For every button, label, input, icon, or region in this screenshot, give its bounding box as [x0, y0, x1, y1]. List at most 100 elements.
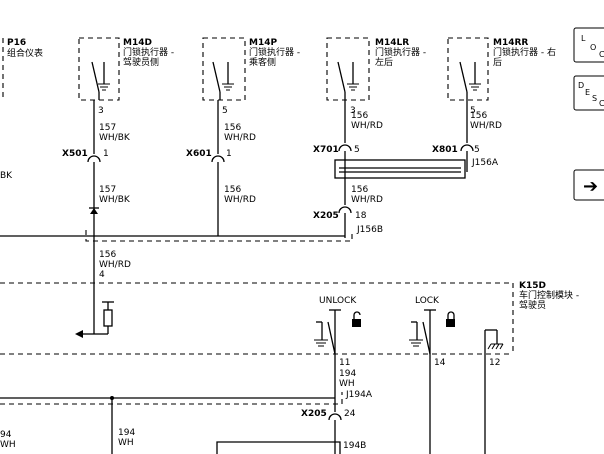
wire-156-color-col3: WH/RD [351, 121, 383, 131]
x601-connector-icon [211, 155, 225, 163]
k15d-pin-12: 12 [489, 358, 500, 368]
p16-name: 组合仪表 [7, 47, 43, 59]
m14rr-box [447, 37, 489, 101]
m14p-name-line1: 门锁执行器 - [249, 46, 300, 58]
wire-156-color-col3-lower: WH/RD [351, 195, 383, 205]
m14rr-switch-icon [459, 61, 468, 93]
lock-label: LOCK [415, 296, 440, 306]
wire-194-num: 194 [339, 369, 356, 379]
wire-194-num-left: 194 [118, 428, 135, 438]
left-edge-color: BK [0, 171, 13, 181]
unlock-padlock-icon [352, 311, 361, 327]
wire-157-num-upper: 157 [99, 123, 116, 133]
component-k15d: K15D 车门控制模块 - 驾驶员 UNLOCK LOCK [0, 281, 579, 355]
x501-label: X501 [62, 149, 88, 159]
m14d-name-line2: 驾驶员侧 [123, 56, 159, 68]
x205-lower-pin: 24 [344, 409, 356, 419]
m14lr-id: M14LR [375, 38, 409, 48]
x701-connector-icon [338, 144, 352, 152]
wire-157-color-upper: WH/BK [99, 133, 131, 143]
wire-194-color-edge: WH [0, 440, 16, 450]
lock-padlock-icon [446, 311, 455, 327]
unlock-switch-icon [327, 321, 336, 355]
j194a-bracket [0, 392, 343, 405]
component-m14d: M14D 门锁执行器 - 驾驶员侧 [78, 37, 174, 101]
m14lr-name-line1: 门锁执行器 - [375, 46, 426, 58]
x205-upper-label: X205 [313, 211, 339, 221]
desc-letter-d: D [578, 81, 584, 90]
m14rr-pin: 5 [470, 106, 476, 116]
wire-157-color-lower: WH/BK [99, 195, 131, 205]
m14lr-name-line2: 左后 [375, 56, 393, 68]
m14d-name-line1: 门锁执行器 - [123, 46, 174, 58]
x601-pin: 1 [226, 149, 232, 159]
k15d-pin-11: 11 [339, 358, 350, 368]
m14rr-name-line2: 后 [493, 57, 502, 68]
x801-connector-icon [460, 144, 474, 152]
wire-156-num-col3: 156 [351, 111, 368, 121]
k15d-name-line2: 驾驶员 [519, 299, 546, 311]
right-arrow-icon: ➔ [583, 176, 598, 197]
m14rr-name-line1: 门锁执行器 - 右 [493, 46, 556, 58]
chassis-ground-icon [487, 343, 504, 350]
j194a-label: J194A [345, 390, 373, 400]
m14p-box [202, 37, 246, 101]
j156b-label: J156B [356, 225, 383, 235]
k15d-pin-4: 4 [99, 270, 105, 280]
x205-upper-pin: 18 [355, 211, 367, 221]
j194b-splice [216, 441, 341, 454]
desc-letter-c: C [599, 99, 604, 108]
next-page-button[interactable]: ➔ [573, 169, 604, 201]
left-arrow-icon [75, 330, 83, 338]
wire-156-color-col2-upper: WH/RD [224, 133, 256, 143]
loc-letter-o: O [590, 43, 596, 52]
location-button[interactable]: L O C [573, 27, 604, 63]
wire-156-num-col3-lower: 156 [351, 185, 368, 195]
k15d-name-line1: 车门控制模块 - [519, 289, 579, 301]
wire-156-color-col2-lower: WH/RD [224, 195, 256, 205]
x701-label: X701 [313, 145, 339, 155]
m14d-id: M14D [123, 38, 152, 48]
wire-194-num-edge: 94 [0, 430, 12, 440]
wire-156-num-col4: 156 [470, 111, 487, 121]
m14p-id: M14P [249, 38, 277, 48]
desc-letter-s: S [592, 94, 597, 103]
description-button[interactable]: D E S C [573, 75, 604, 111]
x205-upper-connector-icon [338, 206, 352, 214]
x501-connector-icon [87, 155, 101, 163]
m14rr-id: M14RR [493, 38, 528, 48]
loc-letter-c: C [599, 50, 604, 59]
j156a-label: J156A [471, 158, 499, 168]
diode-icon [90, 208, 98, 214]
lock-switch-icon [422, 321, 431, 355]
x801-label: X801 [432, 145, 458, 155]
x701-pin: 5 [354, 145, 360, 155]
wire-194-color-left: WH [118, 438, 134, 448]
wire-156-color-k15d: WH/RD [99, 260, 131, 270]
m14lr-switch-icon [337, 61, 346, 93]
unlock-label: UNLOCK [319, 296, 357, 306]
desc-letter-e: E [585, 88, 590, 97]
k15d-pin-14: 14 [434, 358, 446, 368]
wire-194-color: WH [339, 379, 355, 389]
j156a-splice [334, 159, 466, 179]
wire-156-num-col2-lower: 156 [224, 185, 241, 195]
m14d-switch-icon [91, 61, 100, 93]
j194b-label: 194B [343, 441, 366, 451]
component-m14p: M14P 门锁执行器 - 乘客侧 [202, 37, 300, 101]
wire-156-num-col2-upper: 156 [224, 123, 241, 133]
m14lr-pin: 3 [350, 106, 356, 116]
wire-156-num-k15d: 156 [99, 250, 116, 260]
m14p-pin: 5 [222, 106, 228, 116]
x501-pin: 1 [103, 149, 109, 159]
wire-156-color-col4: WH/RD [470, 121, 502, 131]
p16-id: P16 [7, 38, 26, 48]
x801-pin: 5 [474, 145, 480, 155]
m14lr-box [326, 37, 370, 101]
k15d-id: K15D [519, 281, 546, 291]
x601-label: X601 [186, 149, 212, 159]
component-m14rr: M14RR 门锁执行器 - 右 后 [447, 37, 556, 101]
m14p-switch-icon [212, 61, 221, 93]
m14d-pin: 3 [98, 106, 104, 116]
component-p16: P16 组合仪表 [2, 38, 43, 100]
